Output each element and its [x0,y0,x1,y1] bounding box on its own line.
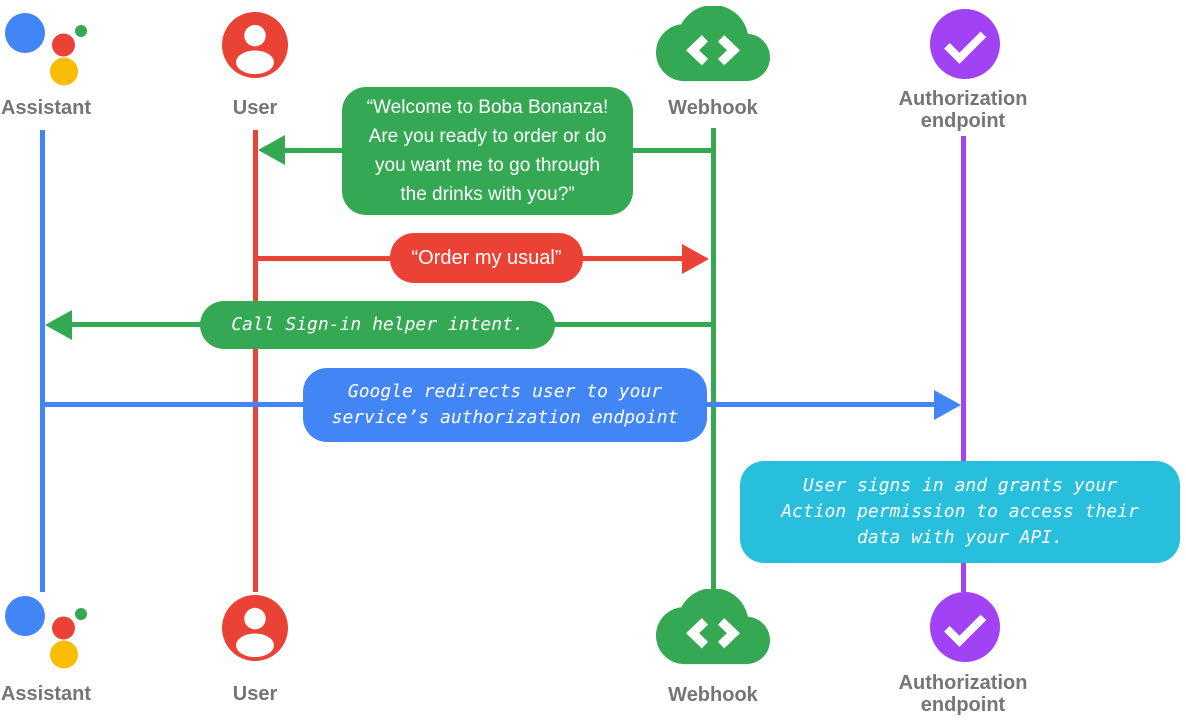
actor-label-assistant: Assistant [0,97,92,119]
webhook-cloud-icon [656,589,770,665]
user-icon [222,595,288,661]
arrowhead-left-icon [45,310,72,340]
actor-label-user: User [232,97,278,119]
actor-label-webhook: Webhook [668,684,758,706]
checkmark-icon [944,614,987,647]
code-brackets-icon [686,618,740,649]
authorization-check-icon [930,592,1000,662]
arrowhead-right-icon [682,244,709,274]
note-user-signs-in: User signs in and grants your Action per… [740,461,1180,563]
lifeline-user [253,130,258,592]
user-icon [222,12,288,78]
authorization-check-icon [930,9,1000,79]
arrowhead-right-icon [934,390,961,420]
message-google-redirects: Google redirects user to your service’s … [303,368,707,442]
lifeline-assistant [40,130,45,592]
message-order-my-usual: “Order my usual” [390,233,583,283]
lifeline-authorization-endpoint [961,136,966,592]
actor-label-user: User [232,683,278,705]
lifeline-webhook [711,128,716,592]
actor-label-authorization-endpoint: Authorization endpoint [898,672,1028,716]
checkmark-icon [944,31,987,64]
webhook-cloud-icon [656,6,770,82]
message-welcome: “Welcome to Boba Bonanza! Are you ready … [342,87,633,215]
actor-label-assistant: Assistant [0,683,92,705]
message-call-signin-helper: Call Sign-in helper intent. [200,301,555,349]
google-assistant-logo-icon [5,596,87,669]
arrowhead-left-icon [258,135,285,165]
code-brackets-icon [686,35,740,66]
actor-label-authorization-endpoint: Authorization endpoint [898,88,1028,132]
actor-label-webhook: Webhook [668,97,758,119]
google-assistant-logo-icon [5,13,87,86]
